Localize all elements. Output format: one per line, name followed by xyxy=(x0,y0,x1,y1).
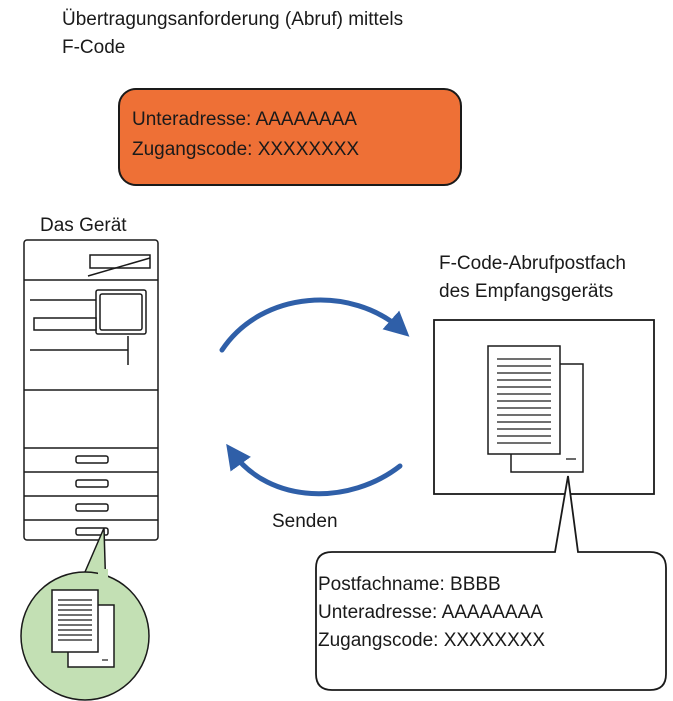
device-label: Das Gerät xyxy=(40,215,127,236)
mailbox-label: F-Code-Abrufpostfach des Empfangsgeräts xyxy=(439,250,626,306)
mailbox-info-text: Postfachname: BBBB Unteradresse: AAAAAAA… xyxy=(318,571,545,655)
request-passcode: Zugangscode: XXXXXXXX xyxy=(132,139,360,160)
callout-passcode: Zugangscode: XXXXXXXX xyxy=(318,630,546,651)
mailbox-label-line-2: des Empfangsgeräts xyxy=(439,281,614,302)
document-stack-icon xyxy=(51,589,115,668)
mailbox-documents-icon xyxy=(487,345,584,473)
request-subaddress: Unteradresse: AAAAAAAA xyxy=(132,109,357,130)
title-line-1: Übertragungsanforderung (Abruf) mittels xyxy=(62,9,404,30)
request-arrow xyxy=(219,297,410,353)
callout-subaddress: Unteradresse: AAAAAAAA xyxy=(318,602,543,623)
callout-box-name: Postfachname: BBBB xyxy=(318,574,501,595)
send-label: Senden xyxy=(272,511,338,532)
diagram-title: Übertragungsanforderung (Abruf) mittels … xyxy=(62,6,403,62)
mailbox-label-line-1: F-Code-Abrufpostfach xyxy=(439,253,626,274)
request-info-box: Unteradresse: AAAAAAAA Zugangscode: XXXX… xyxy=(118,88,462,186)
send-arrow xyxy=(226,443,403,497)
title-line-2: F-Code xyxy=(62,37,126,58)
mailbox-info-callout xyxy=(315,475,667,691)
printer-icon xyxy=(23,239,159,541)
